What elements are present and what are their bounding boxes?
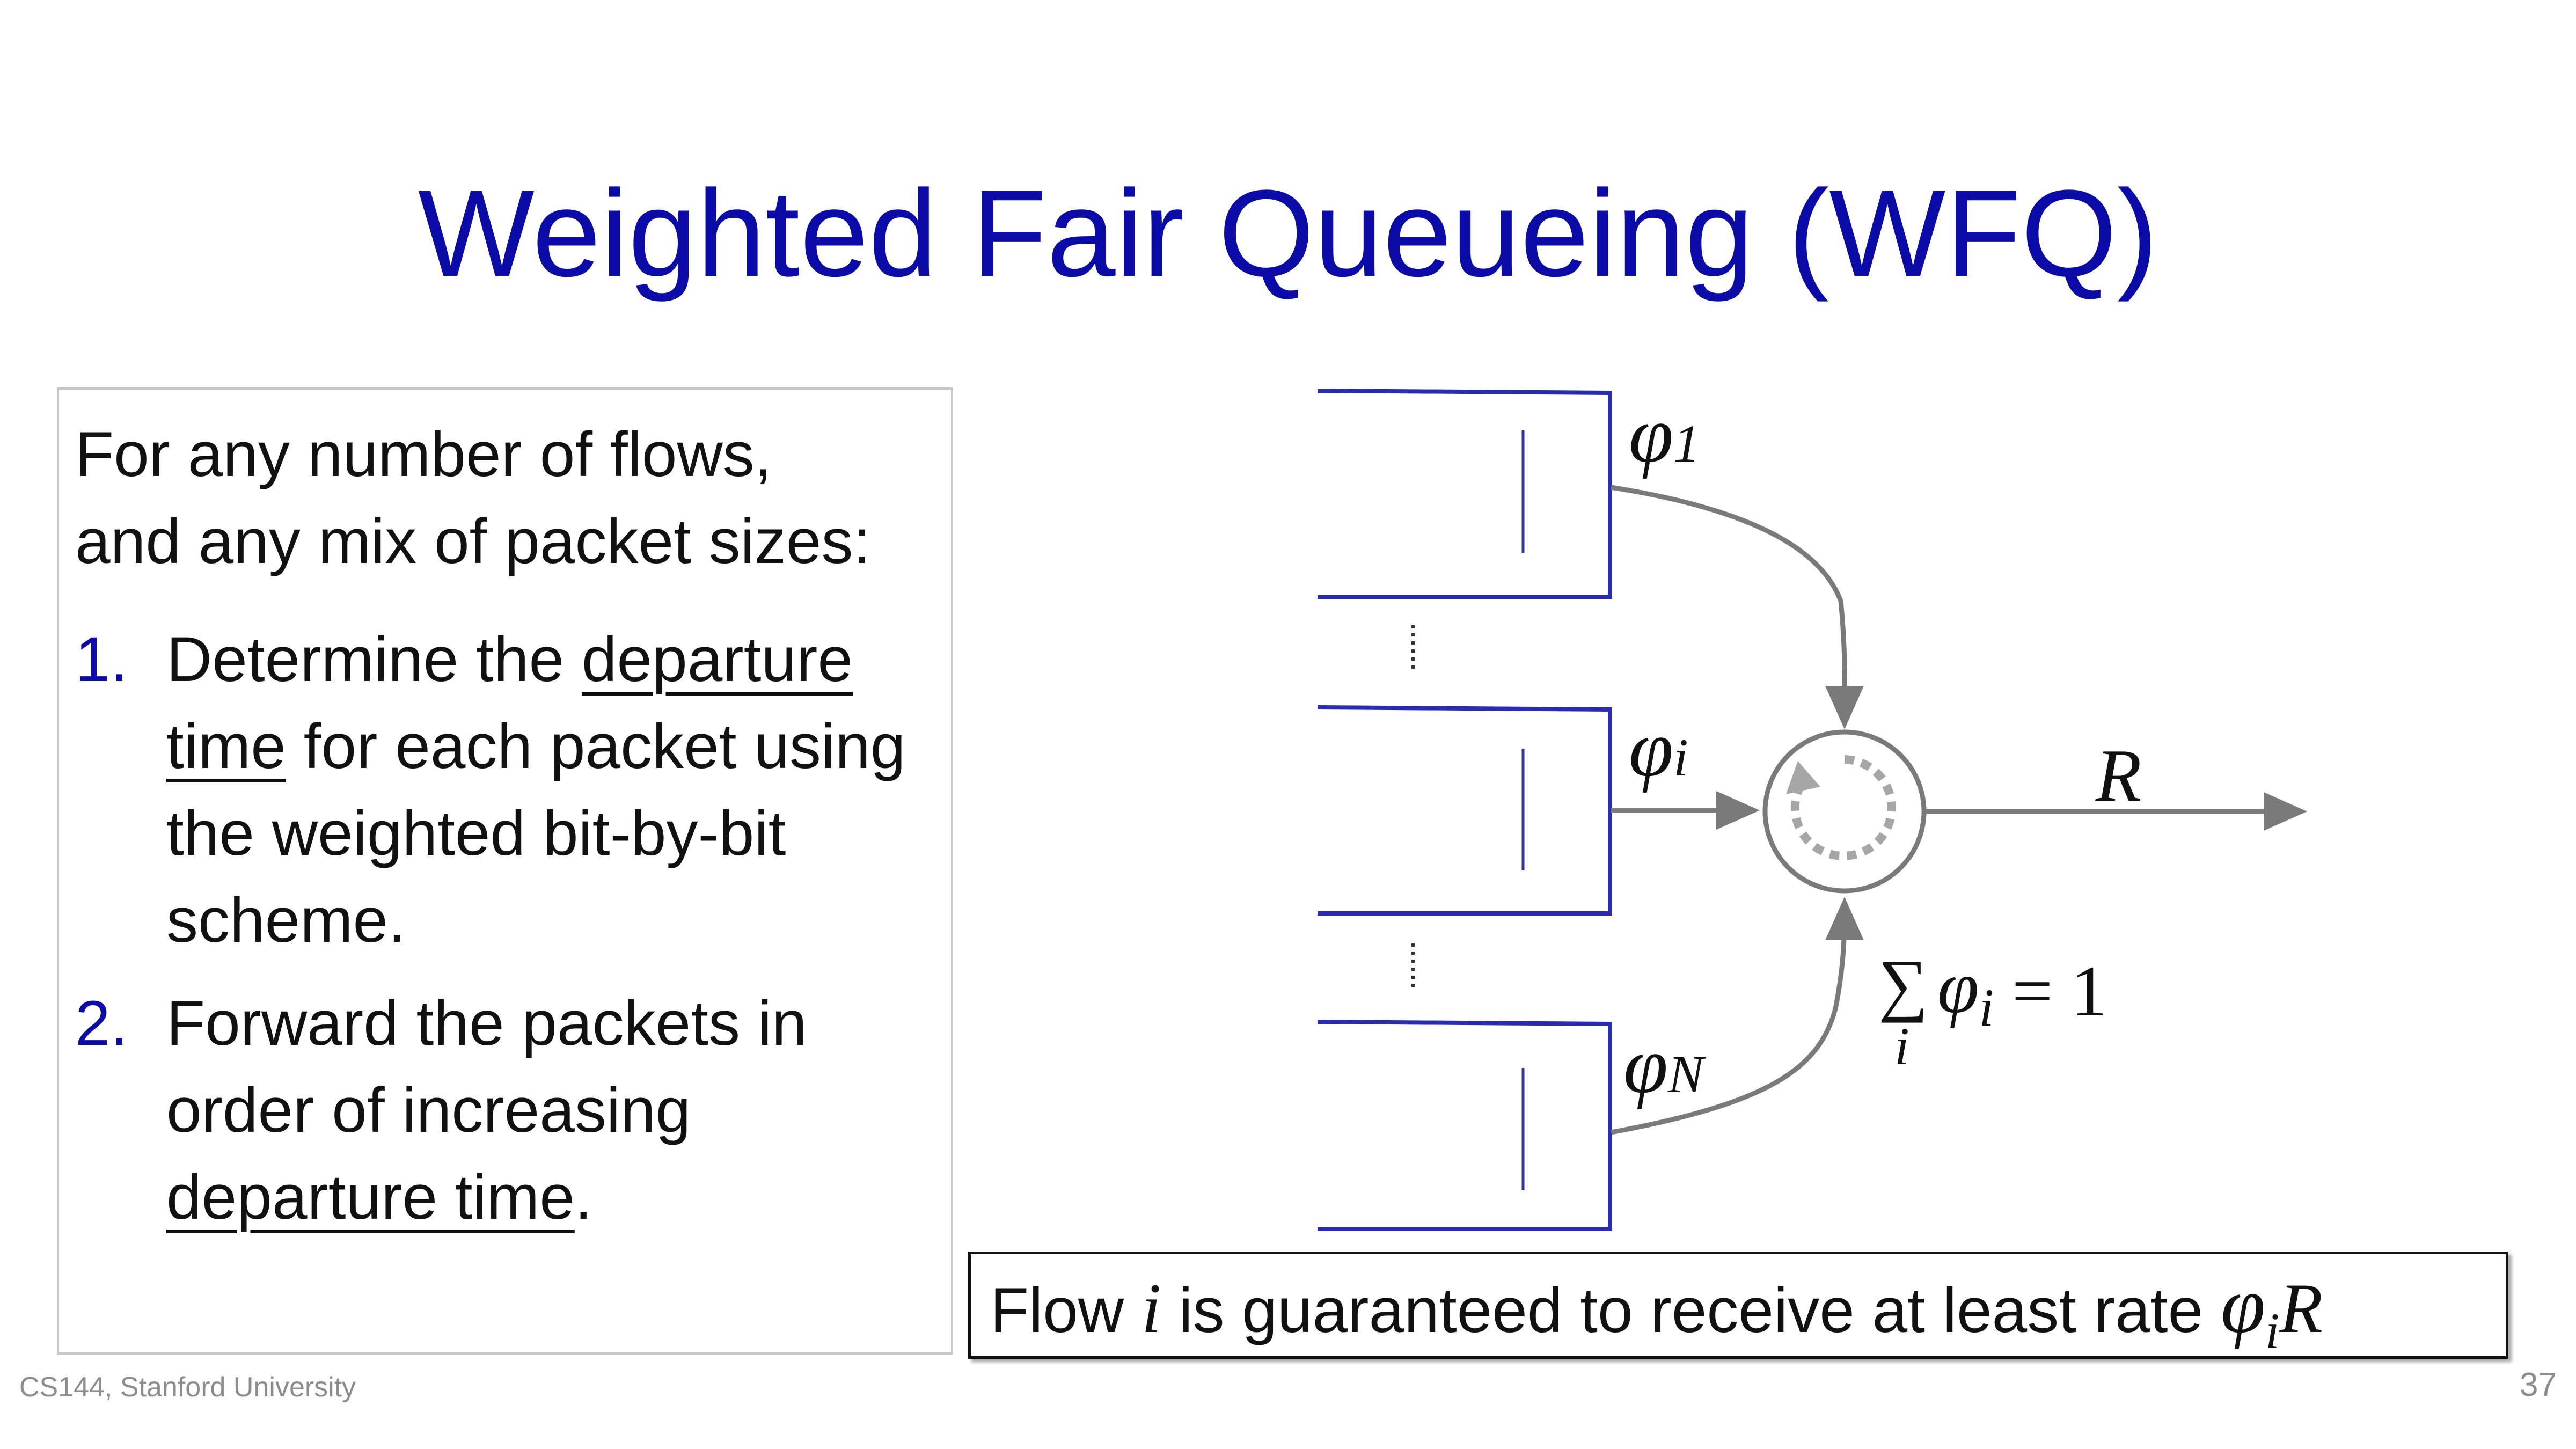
step-2: 2. Forward the packets in order of incre… [75, 980, 951, 1241]
weight-i-subscript: i [1673, 728, 1688, 787]
guarantee-box: Flow i is guaranteed to receive at least… [968, 1252, 2508, 1359]
queue-1 [1317, 389, 1612, 599]
sum-operator: ∑ i [1878, 950, 1937, 1073]
step-1-number: 1. [75, 624, 128, 695]
sum-term-subscript: i [1979, 978, 1994, 1037]
intro-line-2: and any mix of packet sizes: [75, 506, 871, 577]
intro-text: For any number of flows, and any mix of … [75, 411, 951, 585]
queue-i-weight-label: φi [1629, 708, 1688, 789]
wfq-steps-box: For any number of flows, and any mix of … [57, 387, 953, 1355]
weight-1-symbol: φ [1629, 390, 1673, 479]
queue-n-weight-label: φN [1623, 1025, 1704, 1106]
step-2-text-pre: Forward the packets in order of increasi… [166, 988, 807, 1146]
step-1-text: Determine the departure time for each pa… [166, 616, 950, 964]
rotation-arrow-icon [1786, 755, 1896, 860]
weight-n-symbol: φ [1623, 1021, 1668, 1110]
flow-n-arrow [1611, 897, 1864, 1135]
slide-footer: CS144, Stanford University [19, 1372, 356, 1403]
output-rate-label: R [2096, 734, 2142, 817]
queue-n [1317, 1020, 1612, 1231]
guarantee-rate-variable: R [2279, 1269, 2323, 1348]
guarantee-text-mid: is guaranteed to receive at least rate [1161, 1275, 2221, 1346]
queue-1-weight-label: φ1 [1629, 394, 1700, 475]
flow-1-arrow [1611, 485, 1864, 729]
step-1-emphasis: departure time [166, 624, 853, 782]
guarantee-text-pre: Flow [990, 1275, 1141, 1346]
sum-index: i [1894, 1016, 1909, 1076]
weight-1-subscript: 1 [1673, 414, 1700, 473]
slide-title: Weighted Fair Queueing (WFQ) [418, 164, 2158, 302]
step-1: 1. Determine the departure time for each… [75, 616, 951, 964]
guarantee-flow-variable: i [1141, 1269, 1161, 1348]
step-1-text-pre: Determine the [166, 624, 582, 695]
scheduler-circle [1762, 729, 1927, 894]
sum-symbol: ∑ [1878, 946, 1928, 1023]
weight-n-subscript: N [1667, 1044, 1704, 1104]
step-2-text-post: . [574, 1162, 592, 1233]
guarantee-rate-symbol: φ [2220, 1261, 2265, 1350]
weight-sum-constraint: ∑ i φi = 1 [1878, 950, 2107, 1073]
sum-rhs: = 1 [1994, 952, 2107, 1031]
sum-term-symbol: φ [1937, 946, 1979, 1029]
weight-i-symbol: φ [1629, 704, 1673, 793]
step-1-text-post: for each packet using the weighted bit-b… [166, 711, 906, 956]
guarantee-rate-subscript: i [2265, 1302, 2280, 1359]
step-2-number: 2. [75, 988, 128, 1059]
step-2-text: Forward the packets in order of increasi… [166, 980, 950, 1241]
queue-i [1317, 705, 1612, 916]
page-number: 37 [2520, 1366, 2557, 1403]
step-2-emphasis: departure time [166, 1162, 575, 1233]
intro-line-1: For any number of flows, [75, 419, 772, 490]
